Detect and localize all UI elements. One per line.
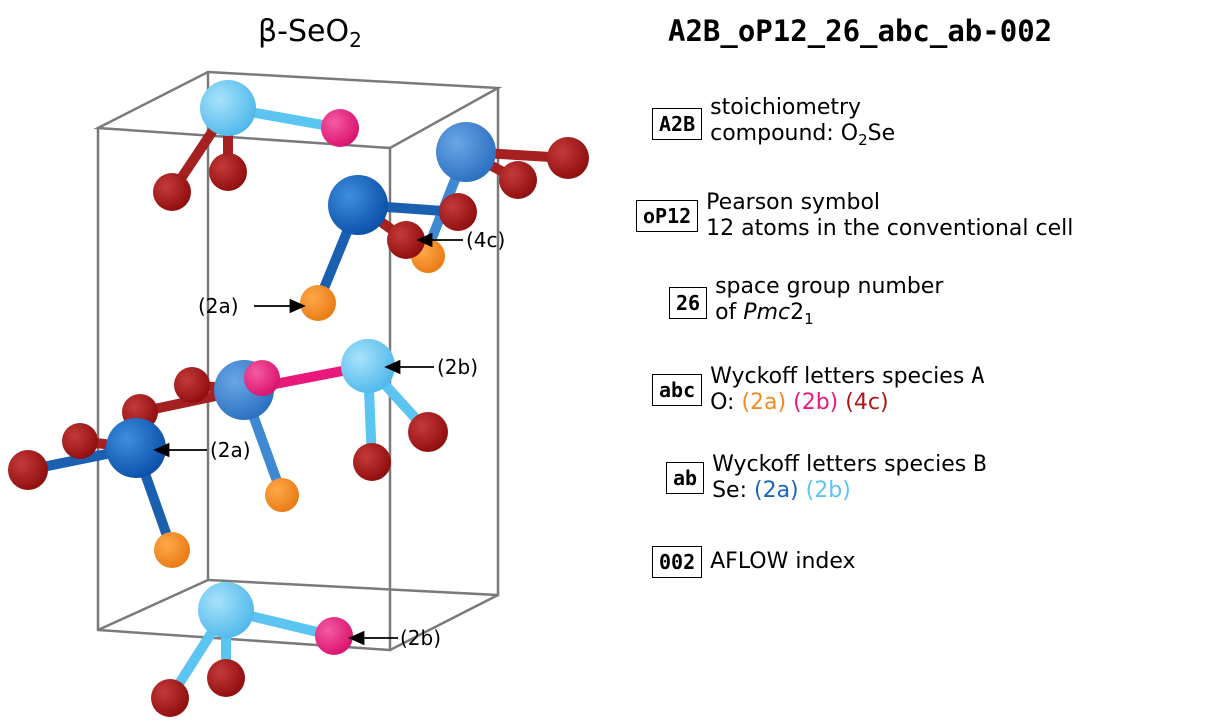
pearson-box: oP12 [636, 200, 699, 232]
atom-o-4c [387, 221, 425, 259]
label-se-2a: (2a) [210, 438, 251, 462]
legend-wyckoff-a: abc Wyckoff letters species A O: (2a) (2… [652, 364, 985, 416]
atom-se-2a [106, 418, 166, 478]
atom-o-4c [408, 412, 448, 452]
atom-o-4c [439, 193, 477, 231]
atom-o-4c [62, 423, 98, 459]
wyckoff-a-item-1: (2b) [793, 390, 839, 415]
atom-o-4c [547, 137, 589, 179]
atom-o-4c [207, 659, 245, 697]
wyckoff-a-box: abc [652, 374, 703, 406]
atom-se-2a [328, 175, 388, 235]
atom-o-4c [8, 450, 48, 490]
atom-o-4c [499, 161, 537, 199]
legend-wyckoff-b: ab Wyckoff letters species B Se: (2a) (2… [666, 452, 987, 504]
stoichiometry-box: A2B [652, 108, 703, 140]
atom-o-4c [174, 367, 210, 403]
atom-o-2b [321, 109, 359, 147]
label-o-4c: (4c) [466, 228, 505, 252]
atom-o-2b [244, 360, 280, 396]
wyckoff-b-box: ab [666, 462, 705, 494]
site-annotations [153, 232, 463, 646]
atom-o-2a [300, 285, 336, 321]
bonds [23, 103, 573, 703]
atom-o-4c [153, 173, 191, 211]
atom-se-2a [436, 122, 496, 182]
atom-o-4c [353, 443, 391, 481]
wyckoff-b-item-0: (2a) [754, 478, 799, 503]
spacegroup-box: 26 [669, 287, 708, 319]
atom-o-2a [265, 478, 299, 512]
wyckoff-a-item-0: (2a) [741, 390, 787, 415]
label-o-2b-bottom: (2b) [400, 626, 441, 650]
legend-pearson: oP12 Pearson symbol 12 atoms in the conv… [636, 190, 1073, 242]
wyckoff-a-item-2: (4c) [845, 390, 889, 415]
structure-title: β-SeO2 [258, 14, 362, 52]
atom-o-4c [209, 153, 247, 191]
atom-o-2a [154, 532, 190, 568]
legend-aflow-index: 002 AFLOW index [652, 546, 856, 578]
atom-o-2b [315, 617, 353, 655]
atom-se-2b [198, 582, 254, 638]
atom-o-4c [151, 679, 189, 717]
unit-cell-box [93, 70, 503, 652]
atom-se-2b [341, 339, 395, 393]
atom-se-2b [200, 80, 256, 136]
legend-spacegroup: 26 space group number of Pmc21 [669, 274, 943, 332]
prototype-label: A2B_oP12_26_abc_ab-002 [668, 14, 1053, 48]
crystal-structure-diagram: (4c) (2a) (2b) (2a) (2b) [8, 70, 589, 717]
label-o-2b: (2b) [437, 355, 478, 379]
legend-stoichiometry: A2B stoichiometry compound: O2Se [652, 95, 895, 153]
wyckoff-b-item-1: (2b) [805, 478, 851, 503]
aflow-index-box: 002 [652, 546, 703, 578]
atoms [8, 80, 589, 717]
label-o-2a: (2a) [198, 294, 239, 318]
